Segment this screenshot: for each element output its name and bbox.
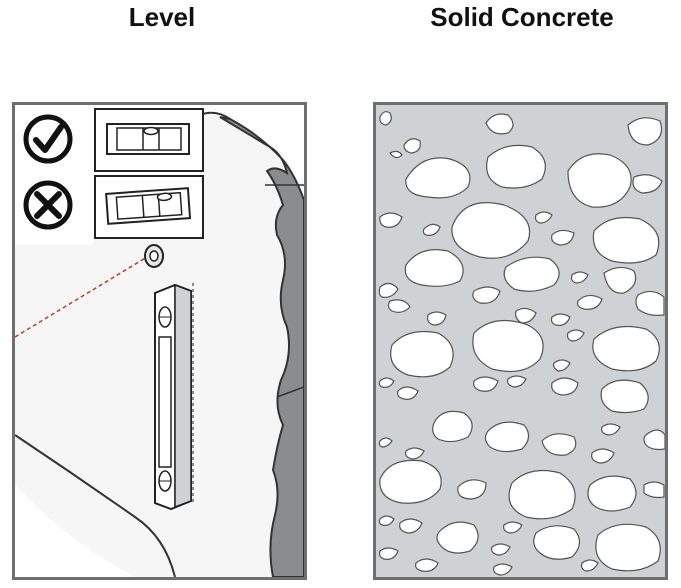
level-illustration-panel: [12, 102, 307, 580]
x-circle-icon: [23, 180, 73, 230]
solid-concrete-title: Solid Concrete: [430, 2, 614, 32]
level-illustration: [15, 108, 304, 577]
level-title: Level: [128, 2, 196, 32]
anchor-washer: [144, 244, 164, 268]
check-circle-icon: [23, 114, 73, 164]
level-correct-box: [94, 108, 204, 172]
laser-line: [15, 256, 148, 338]
level-incorrect-box: [94, 175, 204, 239]
concrete-texture: [378, 111, 665, 576]
aggregate-stones: [378, 111, 665, 576]
vertical-level-tool: [154, 283, 194, 511]
solid-concrete-panel: [373, 102, 668, 580]
